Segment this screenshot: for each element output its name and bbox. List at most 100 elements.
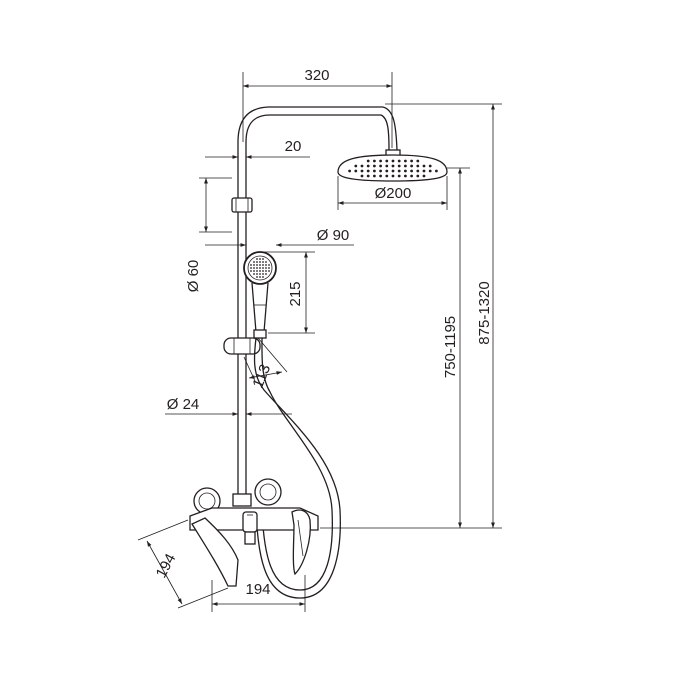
nozzle-dot (397, 164, 401, 168)
nozzle-dot (348, 169, 351, 173)
nozzle-dot (360, 174, 364, 178)
nozzle-dot (404, 169, 407, 173)
hand-nozzle-dot (256, 273, 258, 275)
nozzle-dot (391, 169, 395, 173)
nozzle-dot (385, 169, 389, 173)
nozzle-dot (373, 164, 376, 168)
nozzle-dot (404, 164, 407, 168)
nozzle-dot (373, 174, 376, 178)
hand-nozzle-dot (253, 264, 255, 266)
nozzle-dot (373, 169, 376, 173)
hand-nozzle-dot (256, 267, 258, 269)
hand-shower-grid (250, 258, 270, 278)
nozzle-dot (379, 169, 382, 173)
hand-nozzle-dot (262, 273, 264, 275)
hand-nozzle-dot (253, 267, 255, 269)
nozzle-dot (385, 164, 389, 168)
nozzle-dot (397, 169, 401, 173)
hand-nozzle-dot (256, 264, 258, 266)
hand-nozzle-dot (265, 261, 267, 263)
hand-nozzle-dot (259, 267, 261, 269)
hand-nozzle-dot (250, 264, 252, 266)
hand-nozzle-dot (253, 270, 255, 272)
nozzle-dot (366, 159, 370, 163)
wall-offset-label: 20 (285, 138, 302, 155)
hand-nozzle-dot (259, 264, 261, 266)
hand-nozzle-dot (250, 267, 252, 269)
handshower-height-label: 215 (287, 281, 304, 306)
hand-nozzle-dot (265, 273, 267, 275)
nozzle-dot (428, 164, 432, 168)
hand-nozzle-dot (250, 270, 252, 272)
nozzle-dot (391, 164, 395, 168)
head-height-range-label: 750-1195 (442, 316, 459, 378)
hand-nozzle-dot (262, 270, 264, 272)
arm-length-label: 320 (304, 67, 329, 84)
hand-nozzle-dot (259, 273, 261, 275)
nozzle-dot (404, 159, 407, 163)
mixer-width-label: 194 (245, 581, 270, 598)
hand-nozzle-dot (259, 276, 261, 278)
head-shower-nozzles (348, 159, 438, 178)
nozzle-dot (385, 174, 389, 178)
hand-nozzle-dot (268, 270, 270, 272)
bracket-diameter-label: Ø 60 (185, 260, 202, 293)
nozzle-dot (422, 174, 426, 178)
mixer-valve (189, 478, 319, 587)
holder-size-label: 113 (249, 362, 274, 391)
hand-nozzle-dot (259, 258, 261, 260)
nozzle-dot (354, 164, 358, 168)
nozzle-dot (360, 169, 364, 173)
nozzle-dot (397, 159, 401, 163)
nozzle-dot (416, 169, 420, 173)
nozzle-dot (422, 169, 426, 173)
total-height-range-label: 875-1320 (476, 281, 493, 344)
hand-nozzle-dot (265, 264, 267, 266)
nozzle-dot (373, 159, 376, 163)
hand-nozzle-dot (262, 258, 264, 260)
nozzle-dot (435, 169, 438, 173)
nozzle-dot (416, 174, 420, 178)
nozzle-dot (391, 174, 395, 178)
nozzle-dot (410, 169, 413, 173)
slide-holder (223, 337, 261, 355)
nozzle-dot (366, 164, 370, 168)
head-diameter-label: Ø200 (375, 185, 412, 202)
hand-nozzle-dot (262, 276, 264, 278)
nozzle-dot (416, 159, 420, 163)
handshower-diameter-label: Ø 90 (317, 227, 350, 244)
flexible-hose (253, 337, 341, 599)
hand-nozzle-dot (259, 270, 261, 272)
hand-nozzle-dot (256, 276, 258, 278)
wall-bracket (231, 197, 253, 213)
nozzle-dot (379, 159, 382, 163)
nozzle-dot (410, 174, 413, 178)
hand-shower (243, 251, 277, 339)
head-shower (337, 149, 448, 182)
hand-nozzle-dot (262, 261, 264, 263)
hand-nozzle-dot (256, 258, 258, 260)
mixer-depth-label: 194 (153, 551, 180, 581)
nozzle-dot (397, 174, 401, 178)
hand-nozzle-dot (262, 264, 264, 266)
nozzle-dot (379, 164, 382, 168)
dimension-lines (137, 72, 502, 612)
dimension-labels: 320 20 Ø200 Ø 90 Ø 60 215 113 Ø 24 750-1… (153, 67, 493, 598)
hand-nozzle-dot (268, 264, 270, 266)
nozzle-dot (379, 174, 382, 178)
hand-nozzle-dot (265, 270, 267, 272)
hand-nozzle-dot (256, 270, 258, 272)
nozzle-dot (391, 159, 395, 163)
nozzle-dot (410, 164, 413, 168)
nozzle-dot (360, 164, 364, 168)
nozzle-dot (428, 169, 432, 173)
nozzle-dot (410, 159, 413, 163)
hand-nozzle-dot (253, 261, 255, 263)
nozzle-dot (404, 174, 407, 178)
hand-nozzle-dot (265, 267, 267, 269)
hand-nozzle-dot (253, 273, 255, 275)
nozzle-dot (354, 169, 358, 173)
nozzle-dot (366, 169, 370, 173)
